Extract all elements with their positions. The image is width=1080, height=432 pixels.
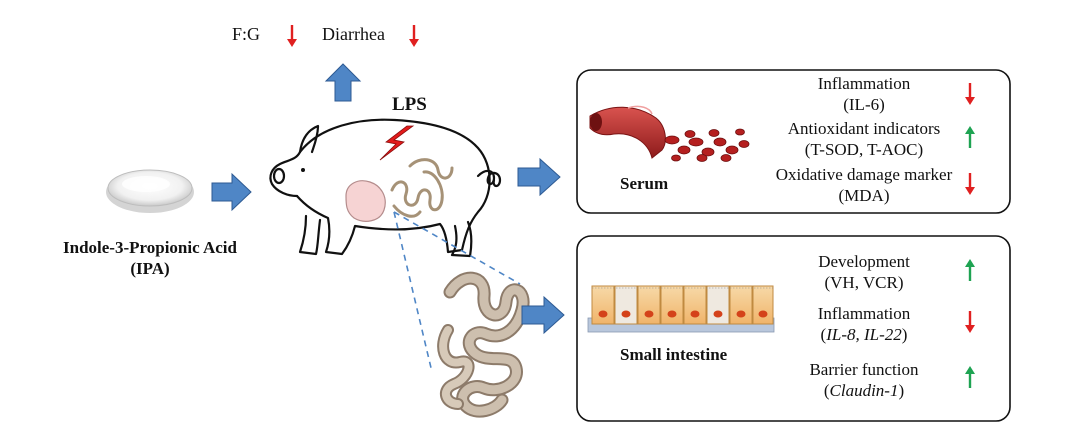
serum-arrow-1-up <box>965 126 975 148</box>
detail-close-paren: ) <box>898 381 905 400</box>
serum-item-inflammation: Inflammation <box>817 74 911 93</box>
diarrhea-label: Diarrhea <box>322 24 385 44</box>
detail-open-paren: ( <box>820 325 827 344</box>
lightning-icon <box>379 125 415 161</box>
intestine-item-development: Development <box>818 252 910 271</box>
detail-gene: Claudin-1 <box>829 381 899 400</box>
top-effect-diarrhea-arrow-down <box>409 25 419 47</box>
detail-genes: IL-8, IL-22 <box>826 325 902 344</box>
serum-title: Serum <box>620 174 669 193</box>
pig-intestine <box>390 158 454 218</box>
serum-item-oxidative: Oxidative damage marker <box>775 165 953 184</box>
serum-panel <box>576 69 1011 214</box>
lps-label: LPS <box>392 94 427 115</box>
pig-illustration <box>269 118 502 258</box>
detail-open-paren: ( <box>823 381 830 400</box>
serum-arrow-0-down <box>965 83 975 105</box>
ipa-powder-image <box>106 169 194 213</box>
flow-arrow-ipa-to-pig <box>211 172 252 212</box>
intestine-panel <box>576 235 1011 422</box>
zoom-dashed-lines <box>393 211 521 373</box>
serum-item-inflammation-detail: (IL-6) <box>843 95 885 114</box>
flow-arrow-to-intestine <box>521 295 565 335</box>
fg-ratio-label: F:G <box>232 24 261 44</box>
intestine-arrow-2-up <box>965 366 975 388</box>
top-effect-fg-arrow-down <box>287 25 297 47</box>
intestine-item-barrier: Barrier function <box>809 360 919 379</box>
epithelium-cells-image <box>587 285 775 333</box>
flow-arrow-to-serum <box>517 157 561 197</box>
ipa-name: Indole-3-Propionic Acid <box>63 238 237 257</box>
detail-close-paren: ) <box>901 325 908 344</box>
flow-arrow-up-to-outcomes <box>324 63 362 102</box>
blood-vessel-image <box>589 105 750 162</box>
serum-item-antioxidant-detail: (T-SOD, T-AOC) <box>804 140 924 159</box>
intestine-item-inflammation: Inflammation <box>817 304 911 323</box>
intestine-arrow-1-down <box>965 311 975 333</box>
intestine-item-inflammation-detail: (IL-8, IL-22) <box>764 325 964 345</box>
serum-item-antioxidant: Antioxidant indicators <box>787 119 941 138</box>
serum-arrow-2-down <box>965 173 975 195</box>
intestine-title: Small intestine <box>620 345 728 364</box>
ipa-abbreviation: (IPA) <box>130 259 170 278</box>
intestine-arrow-0-up <box>965 259 975 281</box>
serum-item-oxidative-detail: (MDA) <box>838 186 890 205</box>
intestine-item-development-detail: (VH, VCR) <box>824 273 904 292</box>
enlarged-intestine-image <box>437 271 530 418</box>
pig-stomach <box>345 180 386 222</box>
intestine-item-barrier-detail: (Claudin-1) <box>764 381 964 401</box>
